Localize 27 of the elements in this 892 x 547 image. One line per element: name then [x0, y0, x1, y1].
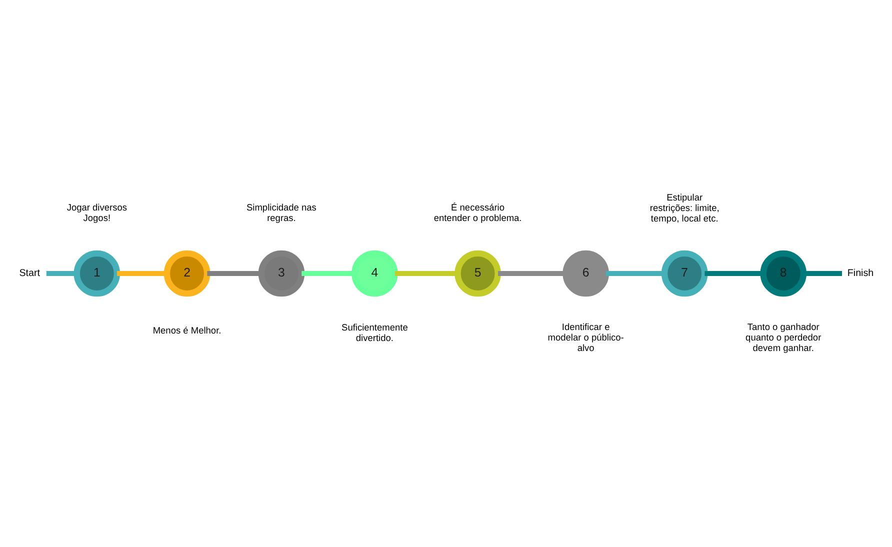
- node-circle: 3: [258, 250, 305, 297]
- connector: [207, 271, 262, 276]
- node-text: Start: [19, 268, 40, 279]
- connector: [394, 271, 458, 276]
- node-circle: 7: [661, 250, 708, 297]
- node-label: Identificar e modelar o público-alvo: [548, 322, 624, 353]
- connector: [804, 271, 842, 276]
- node-label: Menos é Melhor.: [152, 326, 222, 336]
- connector: [498, 271, 566, 276]
- node-circle: 5: [454, 250, 501, 297]
- node-circle: 4: [352, 250, 398, 297]
- connector: [302, 271, 355, 276]
- connector: [46, 271, 77, 276]
- node-label: Suficientemente divertido.: [342, 322, 408, 343]
- node-text: Finish: [847, 268, 874, 279]
- node-circle: 8: [760, 250, 807, 297]
- node-circle: 6: [562, 250, 609, 297]
- node-label: É necessário entender o problema.: [434, 202, 522, 224]
- node-circle: 1: [74, 250, 120, 297]
- node-circle: 2: [164, 250, 210, 297]
- node-label: Tanto o ganhador quanto o perdedor devem ganhar.: [746, 322, 822, 353]
- node-label: Estipular restrições: limite, tempo, local etc.: [650, 192, 720, 224]
- connector: [117, 271, 167, 276]
- node-label: Simplicidade nas regras.: [246, 202, 316, 224]
- connector: [606, 271, 664, 276]
- connector: [704, 271, 764, 276]
- node-label: Jogar diversos Jogos!: [66, 202, 127, 224]
